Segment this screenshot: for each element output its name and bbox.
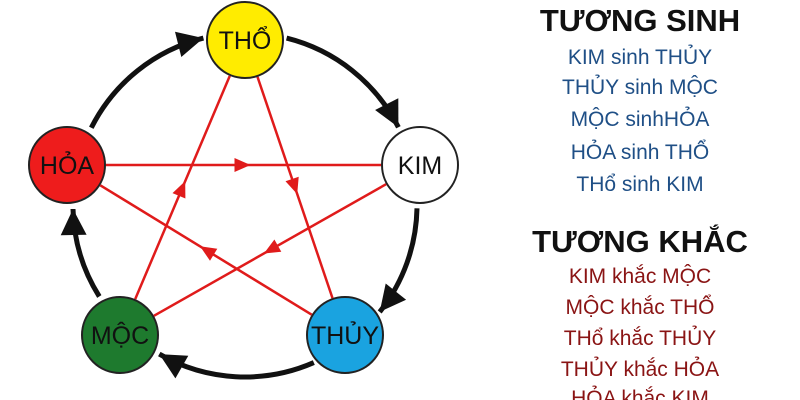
khac-line-5: HỎA khắc KIM: [571, 387, 709, 400]
khac-line-3: THổ khắc THỦY: [563, 327, 717, 350]
tuong-sinh-title: TƯƠNG SINH: [539, 3, 741, 38]
five-elements-diagram: THỔ KIM THỦY MỘC HỎA: [28, 1, 459, 380]
generating-cycle: [60, 31, 420, 380]
sinh-line-3: MỘC sinhHỎA: [570, 108, 710, 131]
sinh-line-5: THổ sinh KIM: [576, 173, 704, 196]
khac-line-1: KIM khắc MỘC: [568, 265, 712, 288]
cycle-arrowhead-kim-thuy: [379, 283, 407, 312]
cycle-arrowhead-moc-hoa: [60, 209, 87, 236]
sinh-line-2: THỦY sinh MỘC: [562, 76, 718, 99]
node-kim-label: KIM: [398, 152, 442, 180]
node-hoa-label: HỎA: [40, 150, 95, 180]
node-kim-circle: [381, 126, 459, 204]
node-moc-label: MỘC: [91, 321, 149, 350]
khac-line-4: THỦY khắc HỎA: [560, 358, 720, 381]
cycle-arrowhead-thuy-moc: [159, 354, 189, 379]
node-hoa-circle: [28, 126, 106, 204]
element-nodes: THỔ KIM THỦY MỘC HỎA: [28, 1, 459, 374]
cycle-arrowhead-tho-kim: [375, 98, 399, 128]
legend-panel: TƯƠNG SINH KIM sinh THỦY THỦY sinh MỘC M…: [490, 0, 800, 400]
node-thuy-circle: [306, 296, 384, 374]
node-tho-circle: [206, 1, 284, 79]
tuong-khac-title: TƯƠNG KHẮC: [532, 224, 748, 259]
node-thuy-label: THỦY: [311, 320, 379, 350]
node-tho: THỔ: [206, 1, 284, 79]
node-kim: KIM: [381, 126, 459, 204]
node-moc: MỘC: [81, 296, 159, 374]
star-arrowhead-hoa-kim: [234, 158, 251, 172]
node-tho-label: THỔ: [219, 25, 272, 55]
khac-line-2: MỘC khắc THỔ: [565, 296, 715, 319]
node-moc-circle: [81, 296, 159, 374]
sinh-line-4: HỎA sinh THỔ: [570, 141, 710, 164]
node-hoa: HỎA: [28, 126, 106, 204]
node-thuy: THỦY: [306, 296, 384, 374]
star-arrowhead-thuy-hoa: [200, 246, 218, 261]
sinh-line-1: KIM sinh THỦY: [567, 46, 713, 69]
cycle-arrowhead-hoa-tho: [175, 31, 204, 57]
star-arrowhead-moc-tho: [172, 181, 186, 199]
star-arrowhead-tho-thuy: [285, 176, 299, 195]
star-arrowhead-kim-moc: [263, 239, 282, 254]
controlling-star: [99, 75, 387, 317]
